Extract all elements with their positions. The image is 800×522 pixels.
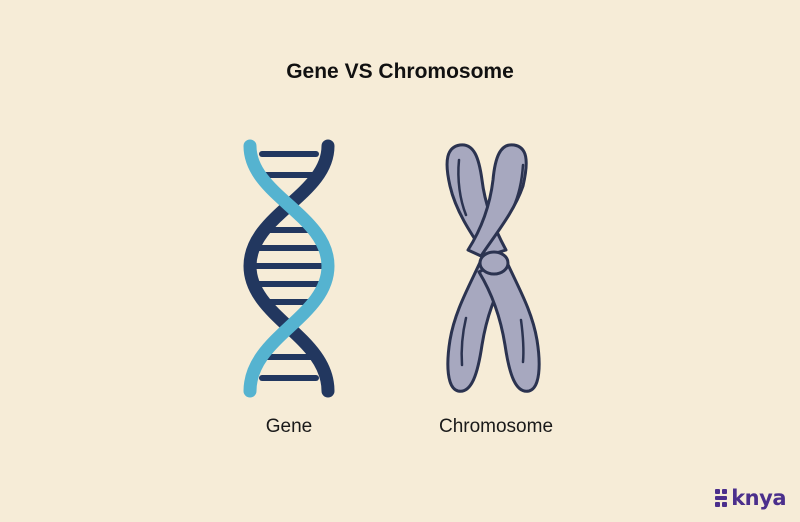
chromosome-label: Chromosome (438, 416, 554, 437)
gene-label: Gene (265, 416, 313, 437)
page-title: Gene VS Chromosome (286, 60, 514, 83)
dna-double-helix-icon (243, 139, 335, 398)
knya-logo-icon (715, 489, 727, 507)
chromosome-icon (445, 143, 541, 393)
brand-logo: knya (731, 486, 786, 510)
brand-name: knya (731, 486, 786, 510)
